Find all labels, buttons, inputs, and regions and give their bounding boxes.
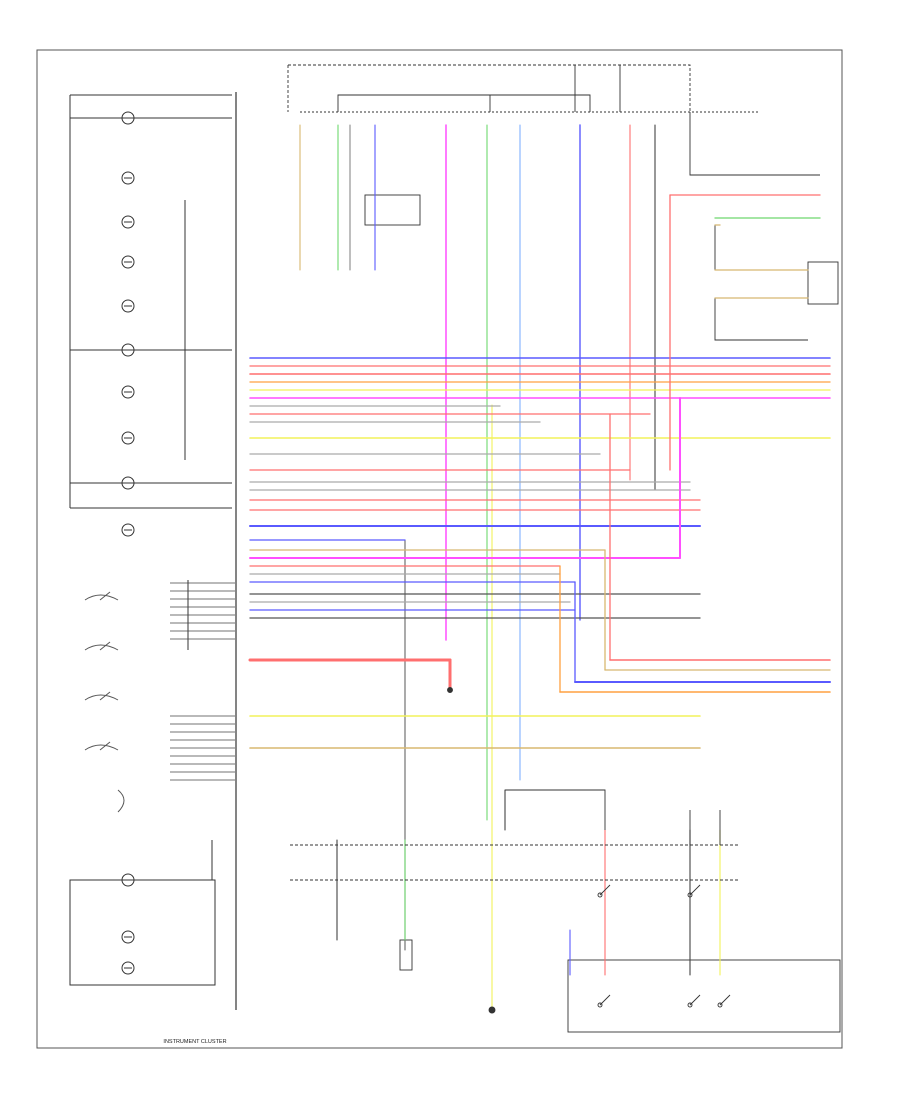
bulb-icon	[121, 343, 135, 357]
bulb-icon	[121, 215, 135, 229]
switch-icon	[687, 994, 701, 1008]
bulb-icon	[121, 431, 135, 445]
bulb-icon	[121, 930, 135, 944]
check-connector-box	[364, 194, 421, 226]
vertical-wires	[299, 124, 721, 1011]
bulb-icon	[121, 111, 135, 125]
bulb-icon	[121, 171, 135, 185]
switch-icon	[717, 994, 731, 1008]
relay-box	[567, 959, 841, 1033]
bulb-icon	[121, 873, 135, 887]
ground-icon	[488, 1006, 496, 1014]
right-returns	[448, 194, 821, 693]
switch-icon	[597, 994, 611, 1008]
component-boxes	[364, 194, 841, 1033]
switch-icon	[597, 884, 611, 898]
cluster-gauges	[84, 591, 125, 813]
right-sensor-box	[807, 261, 839, 305]
bulb-icon	[121, 523, 135, 537]
temperature-gauge-icon	[84, 641, 119, 651]
tachometer-icon	[84, 691, 119, 701]
cluster-box	[69, 94, 232, 986]
bulb-icon	[121, 385, 135, 399]
power-distribution	[287, 64, 820, 176]
bulb-icon	[121, 255, 135, 269]
switch-icon	[687, 884, 701, 898]
fuel-gauge-icon	[84, 591, 119, 601]
harness-wires	[248, 357, 831, 749]
cluster-connector-stubs	[170, 582, 235, 781]
ground-icon	[447, 687, 453, 693]
cluster-lamps	[121, 111, 135, 975]
indicator-icon	[117, 789, 125, 813]
bulb-icon	[121, 476, 135, 490]
sensor-box	[399, 939, 413, 971]
bulb-icon	[121, 961, 135, 975]
speedometer-icon	[84, 741, 119, 751]
bulb-icon	[121, 299, 135, 313]
lower-bus	[290, 789, 740, 881]
switch-symbols	[447, 687, 731, 1014]
cluster-footer-label: INSTRUMENT CLUSTER	[163, 1039, 226, 1045]
diagram-border	[36, 49, 843, 1049]
